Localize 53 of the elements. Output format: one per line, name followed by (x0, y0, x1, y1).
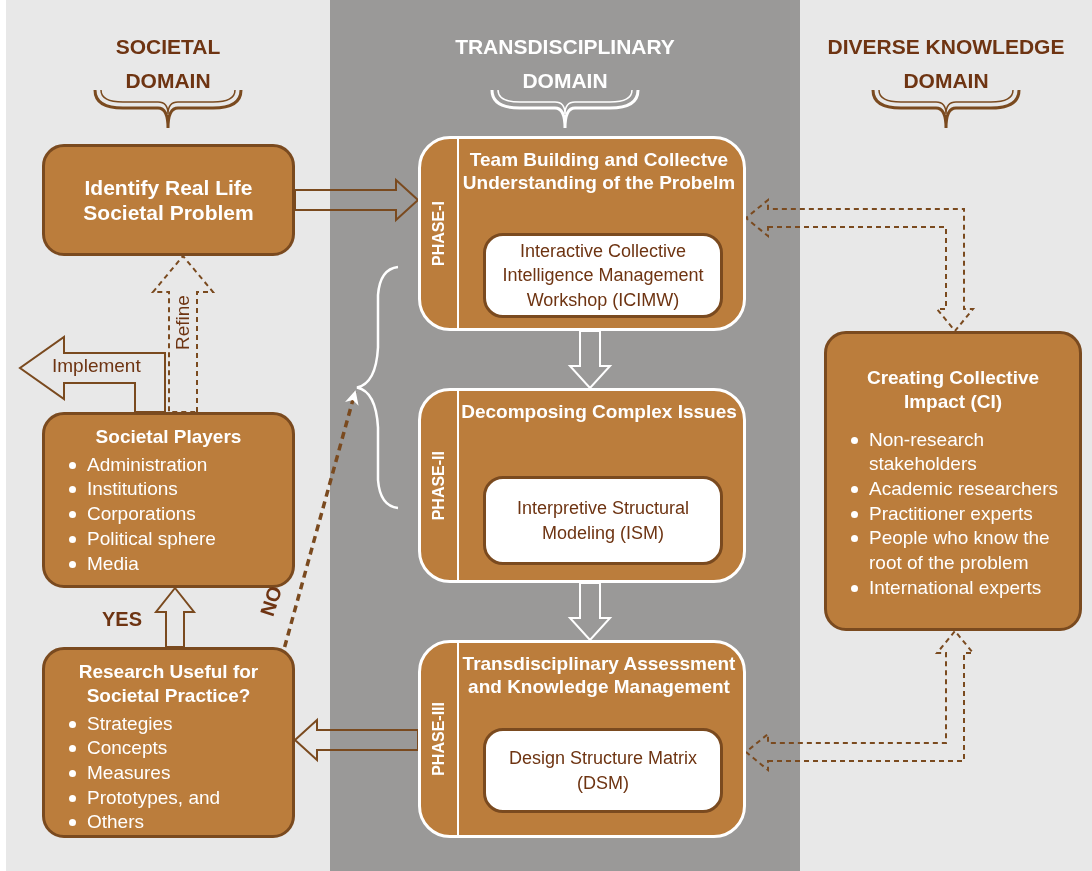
dashed-block-arrow (744, 197, 976, 333)
block-arrow (293, 717, 419, 763)
domain-heading: SOCIETAL DOMAIN (114, 34, 222, 94)
edge-label: YES (102, 608, 143, 631)
process-box (824, 331, 1082, 631)
bullet-item: Institutions (65, 477, 286, 503)
block-arrow (18, 335, 166, 413)
phase-label: PHASE-III (430, 702, 448, 776)
bullet-item: Practitioner experts (847, 501, 1073, 527)
domain-heading: TRANSDISCIPLINARY DOMAIN (454, 34, 676, 94)
bullet-item: Non-research stakeholders (847, 427, 1073, 477)
phase-title: Team Building and Collectve Understanding of the Probelm (461, 149, 737, 195)
block-arrow (294, 177, 420, 223)
domain-band (800, 0, 1092, 871)
bullet-item: Strategies (65, 711, 286, 737)
bullet-item: Others (65, 810, 286, 835)
edge-label: Refine (172, 295, 194, 350)
phase-box (418, 136, 746, 331)
box-heading: Research Useful for Societal Practice? (77, 660, 260, 708)
bullet-item: Media (65, 551, 286, 577)
phase-title: Decomposing Complex Issues (461, 401, 737, 424)
bullet-item: Administration (65, 452, 286, 478)
bullet-item: Prototypes, and (65, 785, 286, 811)
edge-label: NO (256, 583, 288, 620)
domain-band (6, 0, 330, 871)
phase-title: Transdisciplinary Assessment and Knowledge Management (461, 653, 737, 699)
process-box (42, 412, 295, 588)
block-arrow (567, 330, 613, 390)
process-box: Identify Real Life Societal Problem (42, 144, 295, 256)
phase-box (418, 640, 746, 838)
dashed-block-arrow (150, 254, 216, 413)
phase-box (418, 388, 746, 583)
domain-heading: DIVERSE KNOWLEDGE DOMAIN (826, 34, 1066, 94)
bullet-item: Concepts (65, 736, 286, 761)
phase-label: PHASE-II (430, 450, 448, 521)
method-box: Interactive Collective Intelligence Management Workshop (ICIMW) (483, 233, 723, 318)
bullet-item: Corporations (65, 502, 286, 527)
block-arrow (153, 586, 197, 648)
process-box (42, 647, 295, 838)
domain-band (330, 0, 800, 871)
dashed-arrow (282, 390, 359, 648)
bullet-item: Political sphere (65, 526, 286, 552)
bullet-item: Academic researchers (847, 476, 1073, 502)
bullet-item: International experts (847, 575, 1073, 601)
phase-label: PHASE-I (430, 201, 448, 266)
method-box: Design Structure Matrix (DSM) (483, 728, 723, 813)
box-heading: Societal Players (94, 425, 243, 449)
bullet-item: Measures (65, 760, 286, 786)
block-arrow (567, 582, 613, 642)
method-box: Interpretive Structural Modeling (ISM) (483, 476, 723, 565)
edge-label: Implement (52, 355, 141, 377)
bullet-item: People who know the root of the problem (847, 526, 1073, 576)
box-heading: Creating Collective Impact (CI) (865, 366, 1041, 414)
